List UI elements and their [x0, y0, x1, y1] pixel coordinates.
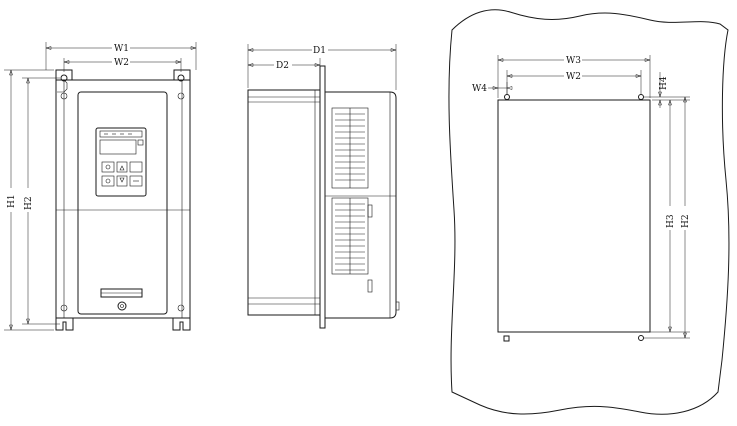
dim-label-d2: D2: [276, 61, 289, 71]
dim-label-h3: H3: [666, 214, 676, 228]
panel-cutout: [497, 99, 651, 333]
keypad-key: [116, 175, 128, 187]
dim-label-h4: H4: [659, 76, 669, 90]
bottom-right-mount-bracket: [172, 304, 191, 331]
dim-label-w2-mount: W2: [566, 72, 581, 82]
front-view: W1 W2 H1 H2: [4, 42, 197, 331]
keypad-key: [101, 175, 115, 187]
side-body: [325, 91, 397, 319]
cover-screw: [117, 301, 127, 311]
dim-label-w4: W4: [472, 84, 487, 94]
mount-hole: [504, 94, 510, 100]
keypad-key: [129, 175, 143, 187]
front-cover: [77, 91, 168, 315]
dim-label-h1: H1: [7, 194, 17, 208]
mount-hole: [503, 335, 510, 342]
dim-label-w3: W3: [566, 56, 581, 66]
side-vents-upper: [331, 107, 369, 189]
wall-outline: [448, 9, 730, 415]
dim-label-h2-mount: H2: [681, 214, 691, 228]
front-body-outline: [55, 79, 191, 319]
mount-hole: [638, 335, 644, 341]
keypad-key: [129, 161, 143, 173]
mounting-view: W3 W2 W4 H4 H3 H2: [448, 9, 730, 415]
dim-label-w2-front: W2: [114, 58, 129, 68]
side-view: D1 D2: [247, 44, 400, 329]
dim-label-w1: W1: [114, 44, 129, 54]
mount-hole: [638, 94, 644, 100]
keypad-display: [99, 139, 137, 155]
keypad-key: [116, 161, 128, 173]
top-right-mount-bracket: [173, 69, 191, 100]
side-mount-flange: [319, 65, 326, 329]
side-heatsink: [247, 89, 321, 316]
keypad-key: [101, 161, 115, 173]
dim-label-d1: D1: [313, 46, 326, 56]
keypad: [95, 127, 147, 197]
bottom-left-mount-bracket: [55, 304, 74, 331]
side-vents-lower: [331, 197, 369, 275]
dim-label-h2-front: H2: [24, 196, 34, 210]
